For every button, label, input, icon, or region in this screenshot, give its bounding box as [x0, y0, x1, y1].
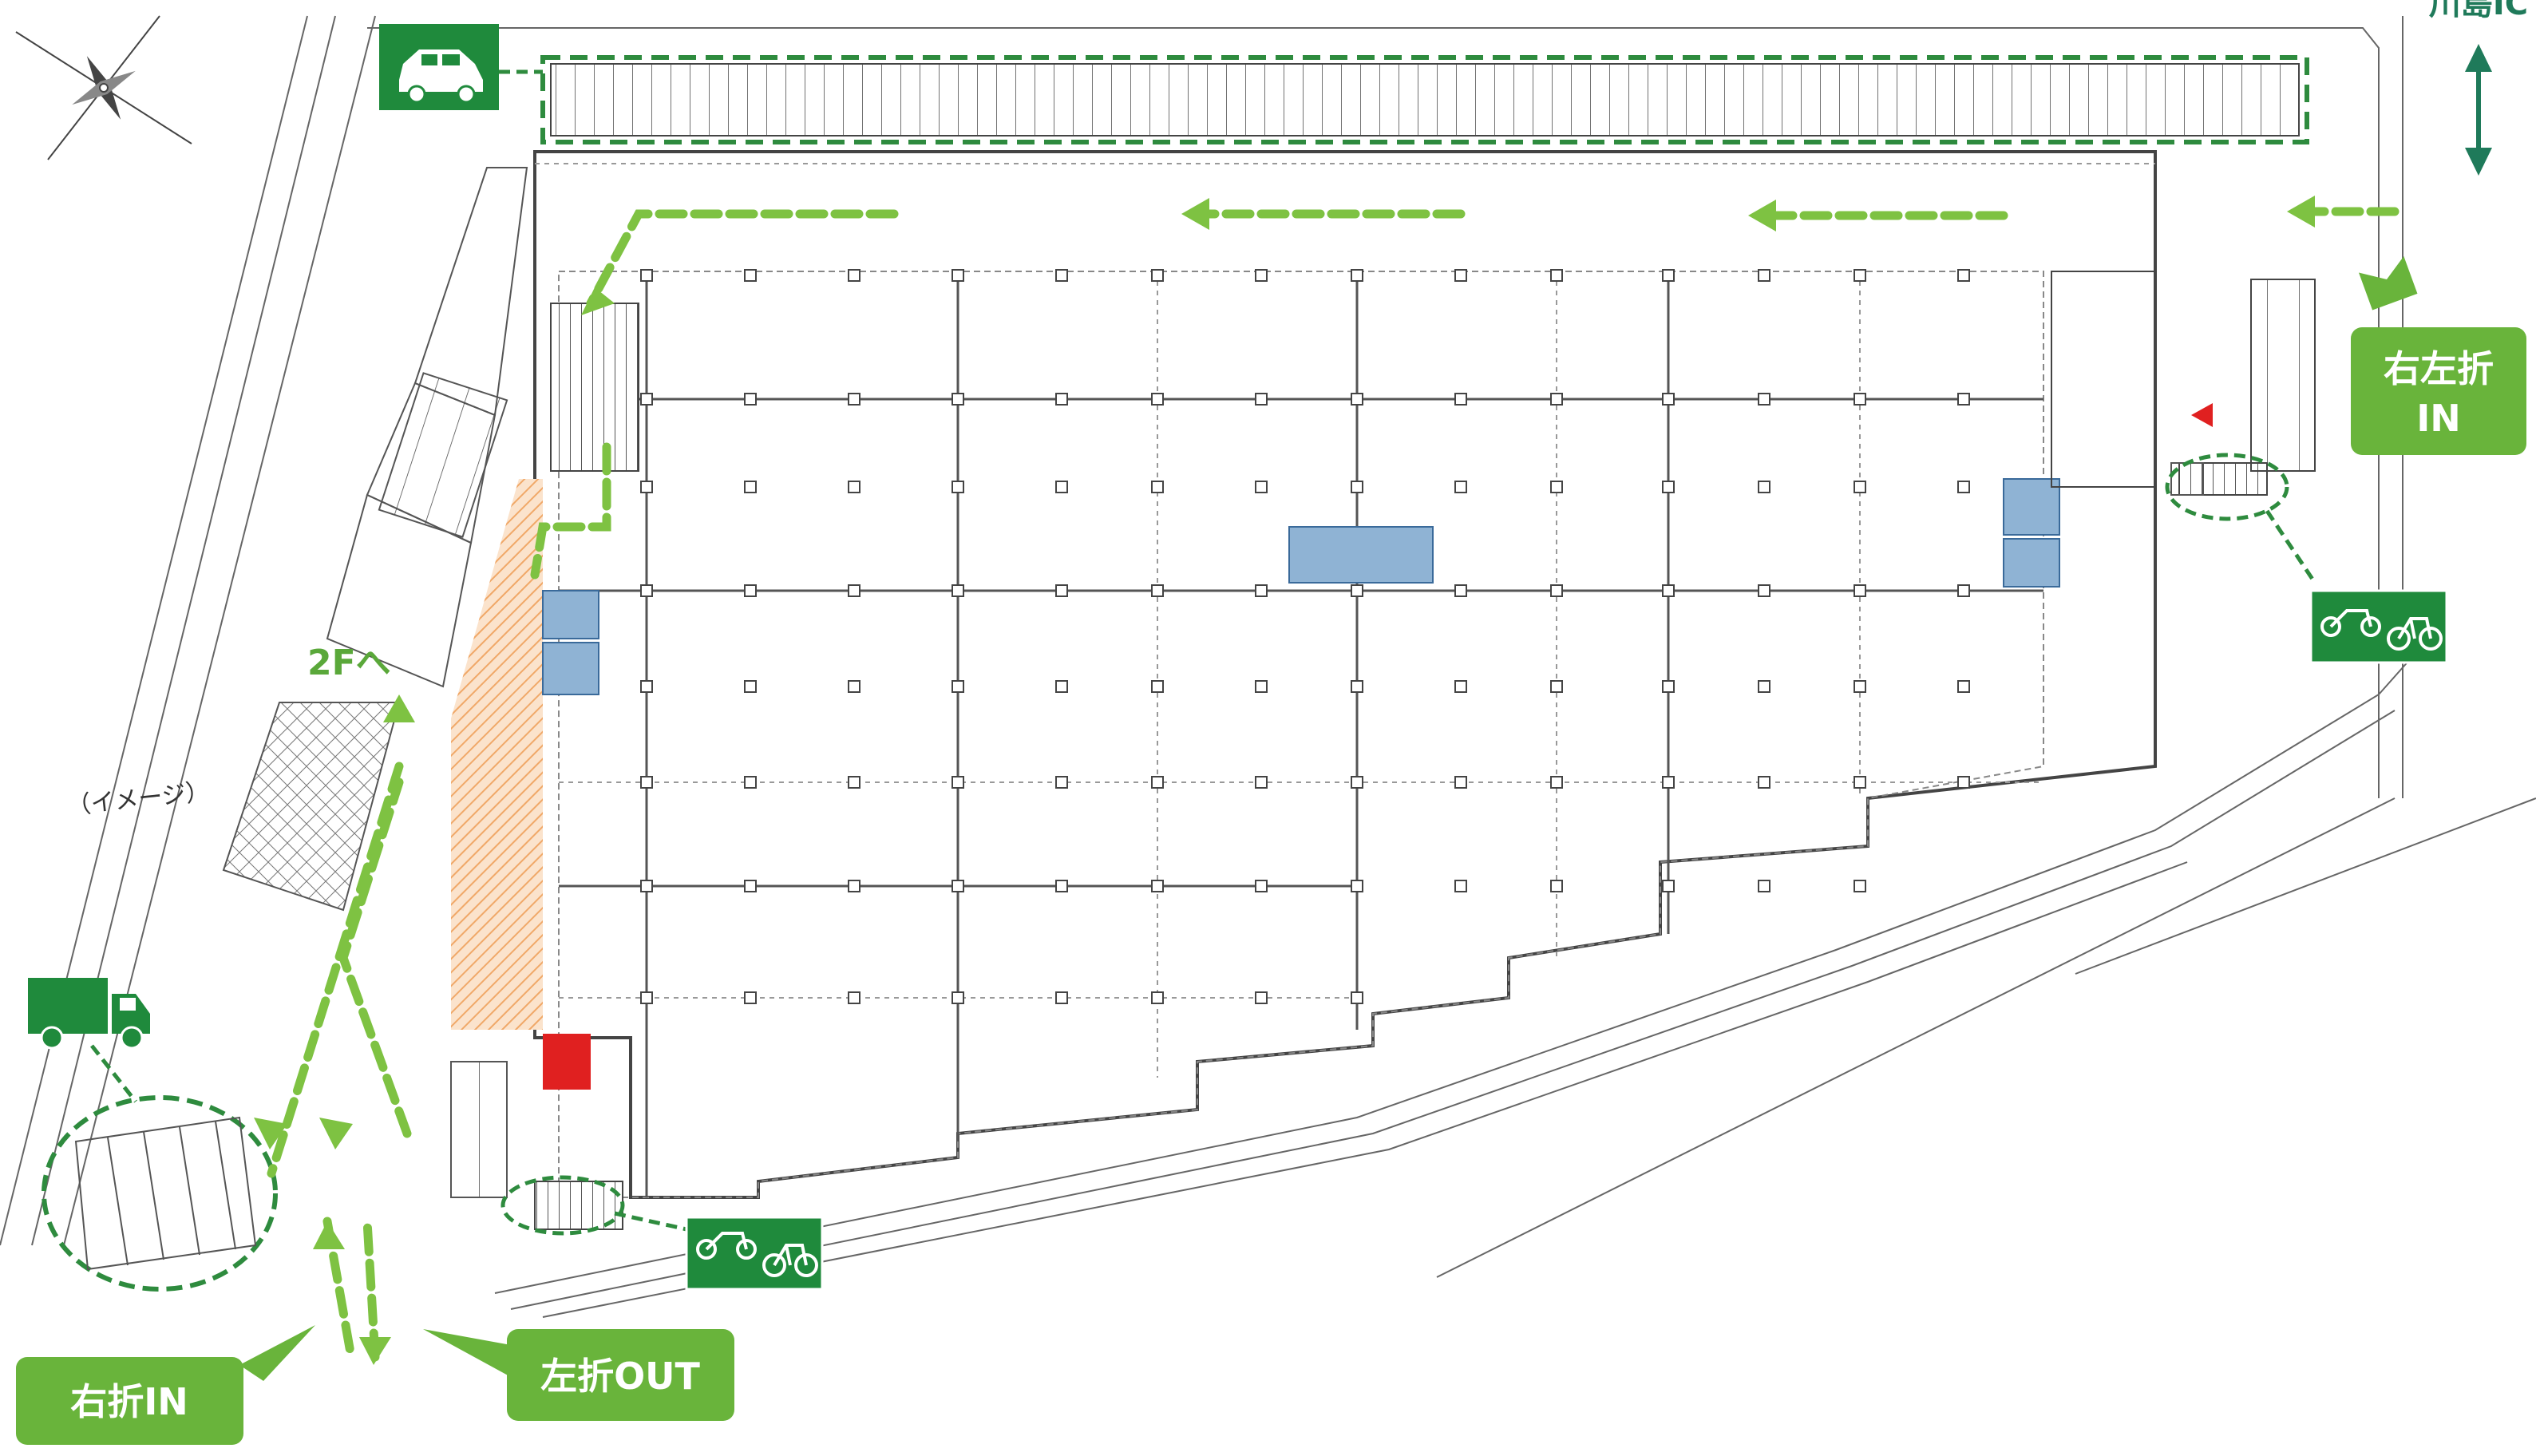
grid-dashed: [535, 163, 2155, 1078]
car-sign: [379, 24, 499, 110]
motorcycle-bicycle-icon: [2320, 609, 2443, 651]
car-icon: [399, 49, 483, 104]
top-parking-strip: [550, 63, 2300, 136]
callout-left-turn-out: 左折OUT: [423, 1329, 734, 1421]
structural-grid: [559, 271, 2043, 1197]
elevator-blocks: [542, 478, 2060, 695]
emergency-stair: [543, 1034, 591, 1090]
second-floor-ramp: [222, 702, 401, 912]
ic-name-label: 川島IC: [2429, 0, 2528, 22]
ne-side-parking: [2250, 279, 2316, 472]
callout-right-turn-in-text: 右折IN: [70, 1380, 188, 1423]
truck-parking-zone: [42, 1044, 278, 1292]
callout-right-left-turn-in: 右左折 IN: [2351, 255, 2526, 455]
hatched-approach-area: [451, 479, 543, 1030]
parking-route-dashed-outline: [540, 55, 2309, 144]
callout-left-turn-out-text: 左折OUT: [540, 1355, 700, 1398]
bike-sign-sw: [685, 1216, 824, 1291]
bike-parking-zones: [500, 453, 2317, 1236]
motorcycle-bicycle-icon: [696, 1232, 818, 1277]
callout-right-left-turn-line1: 右左折: [2384, 347, 2494, 390]
west-parking-block: [378, 372, 508, 538]
bike-sign-ne: [2309, 589, 2448, 664]
sw-side-parking: [450, 1061, 508, 1198]
ne-service-core: [2051, 271, 2156, 488]
to-second-floor-label: 2Fへ: [307, 643, 391, 683]
callout-right-turn-in: 右折IN: [16, 1325, 315, 1445]
red-marker-triangle: [2191, 403, 2213, 427]
route-arrowheads: [254, 196, 2315, 1365]
stair-core-nw: [550, 303, 639, 472]
compass-rose-icon: [15, 15, 192, 160]
truck-icon: [28, 978, 150, 1050]
column-markers: [640, 269, 1970, 1004]
callout-right-left-turn-line2: IN: [2416, 397, 2461, 440]
building-footprint: [533, 150, 2157, 1199]
double-arrow-icon: [2465, 44, 2492, 176]
stair-core-sw: [534, 1181, 623, 1230]
